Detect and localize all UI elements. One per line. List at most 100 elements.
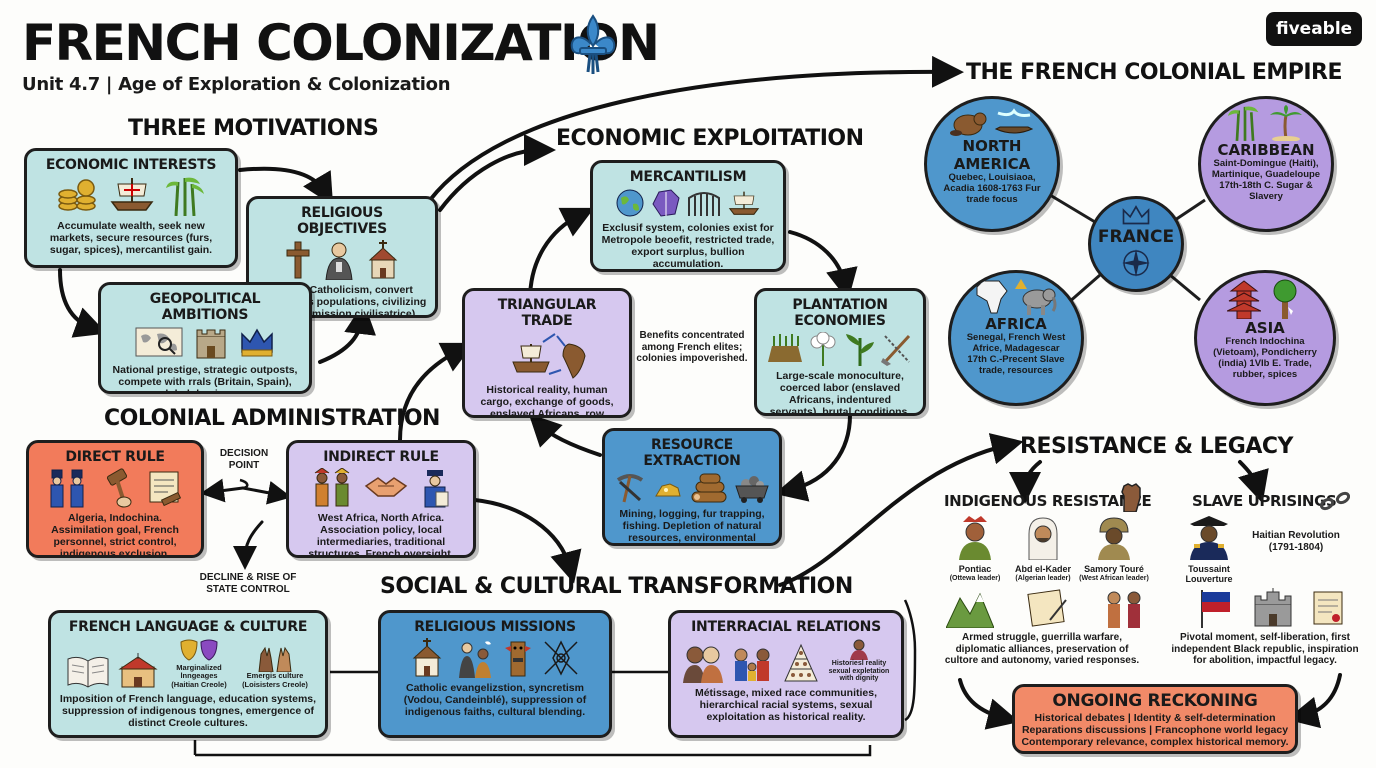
french-language-title: FRENCH LANGUAGE & CULTURE — [68, 619, 308, 635]
interracial-note: Historiesl reality sexual expletation wi… — [828, 660, 890, 683]
haitian-flag-icon — [1201, 590, 1230, 628]
direct-rule-text: Algeria, Indochina. Assimilation goal, F… — [51, 512, 179, 558]
reckoning-line: Contemporary relevance, complex historic… — [1021, 736, 1289, 749]
arrow-slave-to-reckoning — [1286, 673, 1342, 729]
slave-uprisings-icons — [1196, 588, 1346, 628]
ship-icon — [728, 191, 760, 215]
toussaint-label: Toussaint Louverture — [1185, 564, 1233, 584]
cross-icon — [286, 241, 310, 279]
arrow-indirect-to-social — [473, 498, 582, 584]
asia-text: French Indochina (Vietoam), Pondicherry … — [1213, 336, 1317, 380]
mountains-battle-icon — [946, 592, 994, 628]
tools-icon — [880, 334, 910, 366]
religious-missions-text: Catholic evangelizstion, syncretism (Vod… — [403, 682, 587, 719]
arrow-indirect-to-trade — [398, 342, 475, 442]
economic-interests-title: ECONOMIC INTERESTS — [45, 157, 217, 173]
broken-chain-icon — [1320, 491, 1350, 511]
globe-icon — [616, 189, 644, 217]
plantation-economies-box: PLANTATION ECONOMIES Large-scale monocul… — [754, 288, 926, 416]
totem-icon — [505, 641, 531, 677]
religious-objectives-title: RELIGIOUS OBJECTIVES — [297, 205, 387, 237]
page-title: FRENCH COLONIZATION — [22, 14, 660, 72]
region-africa: AFRICA Senegal, French West Africe, Mada… — [948, 270, 1084, 406]
benefits-note: Benefits concentrated among French elite… — [636, 330, 748, 364]
africa-text: Senegal, French West Africe, Madagescar … — [966, 332, 1066, 376]
leader-name: Abd el-Kader — [1014, 564, 1071, 574]
arrow-trade-to-mercantilism — [528, 207, 595, 302]
arrow-economic-to-religious — [238, 166, 334, 206]
plantation-economies-title: PLANTATION ECONOMIES — [792, 297, 888, 329]
geopolitical-ambitions-text: National prestige, strategic outposts, c… — [112, 364, 298, 391]
logs-icon — [691, 473, 727, 503]
france-map-icon — [652, 189, 680, 217]
plant-icon — [845, 334, 874, 366]
north-america-text: Quebec, Louisiaoa, Acadia 1608-1763 Fur … — [943, 172, 1041, 205]
sugarcane-icon — [166, 177, 204, 216]
ongoing-reckoning-title: ONGOING RECKONING — [1052, 691, 1258, 711]
beaver-icon — [950, 112, 987, 136]
marginalized-languages-note: Marginalized lnngeages (Haitian Creole) — [171, 663, 227, 689]
link-france-north-america — [1049, 193, 1101, 227]
gate-icon — [688, 192, 720, 216]
indirect-rule-box: INDIRECT RULE West Africa, North Africa.… — [286, 440, 476, 558]
abd-el-kader-portrait-icon — [1028, 517, 1058, 561]
ship-icon — [110, 178, 154, 211]
trade-triangle-icon — [512, 333, 586, 379]
world-map-icon — [135, 327, 183, 357]
region-north-america: NORTH AMERICA Quebec, Louisiaoa, Acadia … — [924, 96, 1060, 232]
hands-icon — [258, 647, 292, 673]
leader-role: (West African leader) — [1079, 574, 1149, 582]
castle-icon — [196, 329, 226, 359]
pagoda-icon — [1227, 280, 1261, 319]
indigenous-resistance-icons — [946, 588, 1146, 628]
book-icon — [67, 656, 109, 688]
french-language-text: Imposition of French language, education… — [59, 692, 317, 729]
elephant-icon — [1015, 279, 1057, 315]
section-heading-motivations: THREE MOTIVATIONS — [128, 116, 379, 141]
crown-icon — [1122, 205, 1150, 225]
alliance-figures-icon — [1107, 591, 1141, 628]
caribbean-title: CARIBBEAN — [1217, 141, 1315, 159]
section-heading-economic: ECONOMIC EXPLOITATION — [556, 126, 864, 151]
decision-point-label: DECISION POINT — [219, 448, 269, 471]
leader-name: Samory Touré — [1084, 564, 1144, 574]
decline-rise-label: DECLINE & RISE OF STATE CONTROL — [199, 572, 297, 595]
leader-role: (Ottewa leader) — [949, 574, 1001, 582]
direct-rule-box: DIRECT RULE Algeria, Indochina. Assimila… — [26, 440, 204, 558]
compass-icon — [1122, 249, 1150, 277]
indigenous-resistance-text: Armed struggle, guerrilla warfare, diplo… — [944, 632, 1140, 666]
rubber-tree-icon — [1273, 279, 1297, 319]
indirect-rule-title: INDIRECT RULE — [323, 449, 439, 465]
section-heading-empire: THE FRENCH COLONIAL EMPIRE — [966, 60, 1343, 85]
gold-icon — [655, 483, 681, 497]
reckoning-line: Historical debates | Identity & self-det… — [1034, 712, 1276, 724]
reckoning-line: Reparations discussions | Francophone wo… — [1021, 724, 1289, 737]
geopolitical-ambitions-box: GEOPOLITICAL AMBITIONS National prestige… — [98, 282, 312, 394]
region-caribbean: CARIBBEAN Saint-Domingue (Haiti), Martin… — [1198, 96, 1334, 232]
arrow-plantation-to-resource — [774, 413, 852, 502]
africa-map-icon — [976, 280, 1008, 314]
arrow-resource-to-trade — [528, 413, 602, 457]
palm-icon — [1270, 105, 1302, 141]
link-france-asia — [1169, 273, 1201, 302]
prayer-icon — [459, 641, 491, 678]
mine-cart-icon — [735, 476, 769, 503]
handshake-icon — [364, 477, 408, 497]
france-label: FRANCE — [1097, 227, 1175, 247]
indigenous-leaders: Pontiac (Ottewa leader) Abd el-Kader (Al… — [942, 516, 1150, 583]
fleur-de-lis-icon — [568, 14, 618, 76]
triangular-trade-box: TRIANGULAR TRADE Historical reality, hum… — [462, 288, 632, 418]
resource-extraction-text: Mining, logging, fur trapping, fishing. … — [619, 508, 765, 545]
triangular-trade-text: Historical reality, human cargo, exchang… — [480, 384, 614, 418]
chiefs-icon — [314, 468, 350, 507]
brand-logo[interactable]: fiveable — [1266, 12, 1363, 46]
veve-icon — [544, 640, 578, 676]
woman-icon — [850, 639, 868, 660]
indirect-rule-text: West Africa, North Africa. Association p… — [308, 512, 454, 558]
leader-role: (Algerian leader) — [1015, 574, 1071, 582]
religious-missions-title: RELIGIOUS MISSIONS — [414, 619, 576, 635]
economic-interests-text: Accumulate wealth, seek new markets, sec… — [49, 220, 213, 257]
interracial-relations-box: INTERRACIAL RELATIONS Historiesl reality… — [668, 610, 904, 738]
raised-fist-icon — [1121, 483, 1141, 512]
